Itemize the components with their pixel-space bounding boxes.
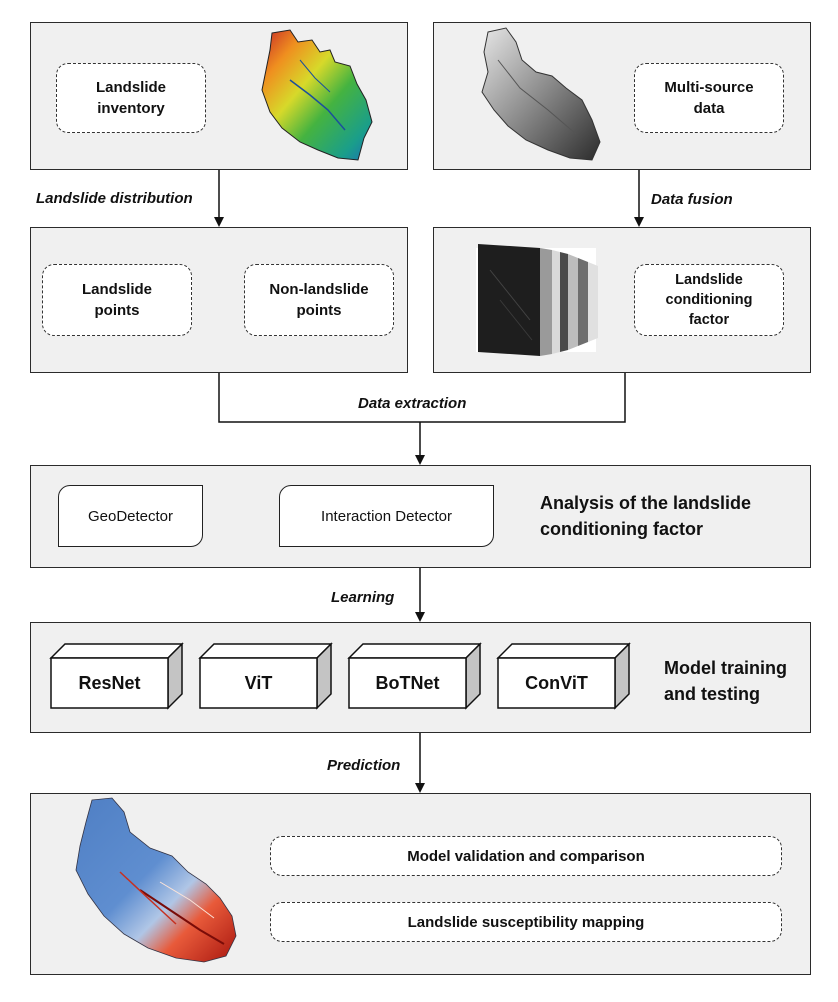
model-validation-label: Model validation and comparison <box>407 847 645 865</box>
landslide-inventory-box: Landslide inventory <box>56 63 206 133</box>
output-panel <box>30 793 811 975</box>
non-landslide-points-label: Non-landslide points <box>269 281 369 319</box>
model-vit: ViT <box>244 672 273 693</box>
landslide-points-label: Landslide points <box>81 281 152 319</box>
multi-source-data-label: Multi-source data <box>664 79 754 117</box>
model-resnet: ResNet <box>78 672 141 693</box>
interaction-detector-box: Interaction Detector <box>279 485 494 547</box>
model-botnet: BoTNet <box>375 672 440 693</box>
model-validation-box: Model validation and comparison <box>270 836 782 876</box>
prediction-label: Prediction <box>327 757 401 774</box>
non-landslide-points-box: Non-landslide points <box>244 264 394 336</box>
susceptibility-mapping-box: Landslide susceptibility mapping <box>270 902 782 942</box>
landslide-inventory-label: Landslide inventory <box>95 79 166 117</box>
analysis-heading: Analysis of the landslide conditioning f… <box>540 493 752 540</box>
learning-label: Learning <box>331 589 395 606</box>
multi-source-data-box: Multi-source data <box>634 63 784 133</box>
data-extraction-label: Data extraction <box>358 395 467 412</box>
geodetector-box: GeoDetector <box>58 485 203 547</box>
susceptibility-mapping-label: Landslide susceptibility mapping <box>407 913 645 931</box>
interaction-detector-label: Interaction Detector <box>321 507 452 525</box>
geodetector-label: GeoDetector <box>87 507 174 525</box>
conditioning-factor-box: Landslide conditioning factor <box>634 264 784 336</box>
landslide-distribution-label: Landslide distribution <box>36 190 193 207</box>
model-convit: ConViT <box>525 672 588 693</box>
data-fusion-label: Data fusion <box>651 191 733 208</box>
conditioning-factor-label: Landslide conditioning factor <box>665 271 753 329</box>
training-heading: Model training and testing <box>664 658 787 705</box>
landslide-points-box: Landslide points <box>42 264 192 336</box>
